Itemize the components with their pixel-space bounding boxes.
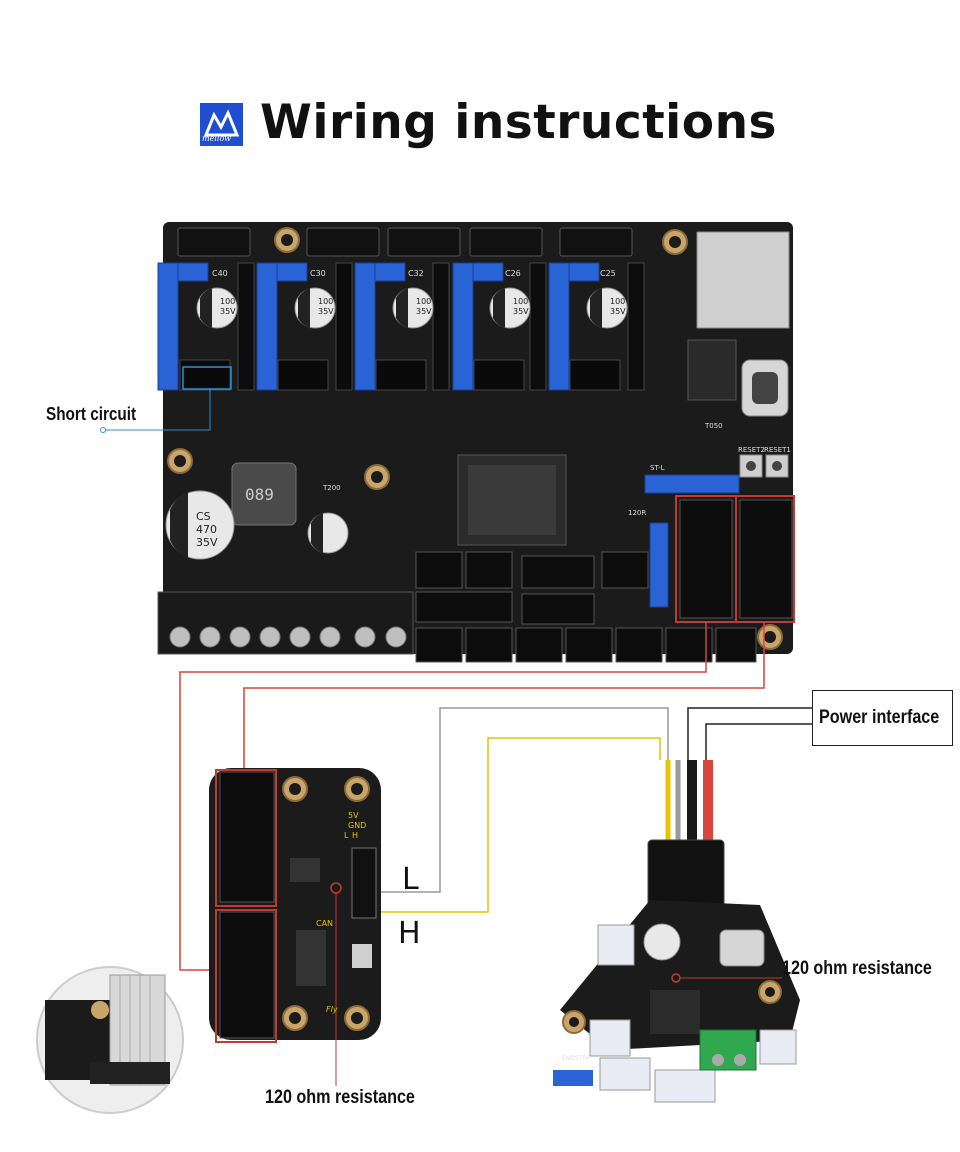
bigcap-text: CS [196,510,211,523]
120r-label: 120R [628,509,646,517]
t200-label: T200 [322,484,341,492]
cable-inset [36,966,184,1114]
cap-labels: C40 C30 C32 C26 C25 [212,269,616,278]
stl-label: ST-L [650,464,665,472]
cap-text: 100 [416,297,431,306]
cap-label: C25 [600,269,616,278]
can-l: L [344,831,349,840]
bigcap-text: 35V [196,536,218,549]
cap-text: 35V [416,307,432,316]
driver-capacitors: 100 100 100 100 100 35V 35V 35V 35V 35V [196,287,628,329]
endstop-label: ENDSTOP [562,1055,591,1062]
power-interface-label: Power interface [819,707,940,728]
can-h: H [352,831,358,840]
cap-label: C40 [212,269,228,278]
cap-text: 35V [220,307,236,316]
fly-text: Fly [326,1005,338,1014]
inductor-text: 089 [245,485,274,504]
can-h-label: H [398,916,421,951]
cap-text: 100 [513,297,528,306]
cap-text: 100 [610,297,625,306]
cap-label: C30 [310,269,326,278]
reset2-label: RESET2 [738,446,765,454]
page-title: Wiring instructions [260,95,778,150]
main-board: 100 100 100 100 100 35V 35V 35V 35V 35V … [157,222,795,663]
can-idc-connectors [675,495,795,623]
can-l-label: L [402,862,419,897]
wires [179,622,812,971]
can-5v: 5V [348,811,359,820]
cap-text: 35V [513,307,529,316]
mellow-logo-icon: mellow [200,103,243,146]
cap-text: 100 [318,297,333,306]
cap-text: 35V [610,307,626,316]
can-gnd: GND [348,821,366,830]
reset1-label: RESET1 [764,446,791,454]
t050-label: T050 [704,422,723,430]
cap-label: C26 [505,269,521,278]
bigcap-text: 470 [196,523,217,536]
cap-label: C32 [408,269,424,278]
cap-text: 35V [318,307,334,316]
power-interface-box: Power interface [812,690,953,746]
logo-text: mellow [202,134,232,143]
cap-text: 100 [220,297,235,306]
logo-mark [203,109,240,137]
title-block: mellow Wiring instructions [200,95,800,165]
short-circuit-label: Short circuit [46,404,137,424]
can-resistance-label: 120 ohm resistance [265,1087,415,1108]
toolboard-resistance-label: 120 ohm resistance [782,958,932,979]
can-adapter-board: 5V GND L H CAN Fly [209,768,381,1086]
toolboard: ENDSTOP [553,760,800,1103]
can-text: CAN [316,919,333,928]
